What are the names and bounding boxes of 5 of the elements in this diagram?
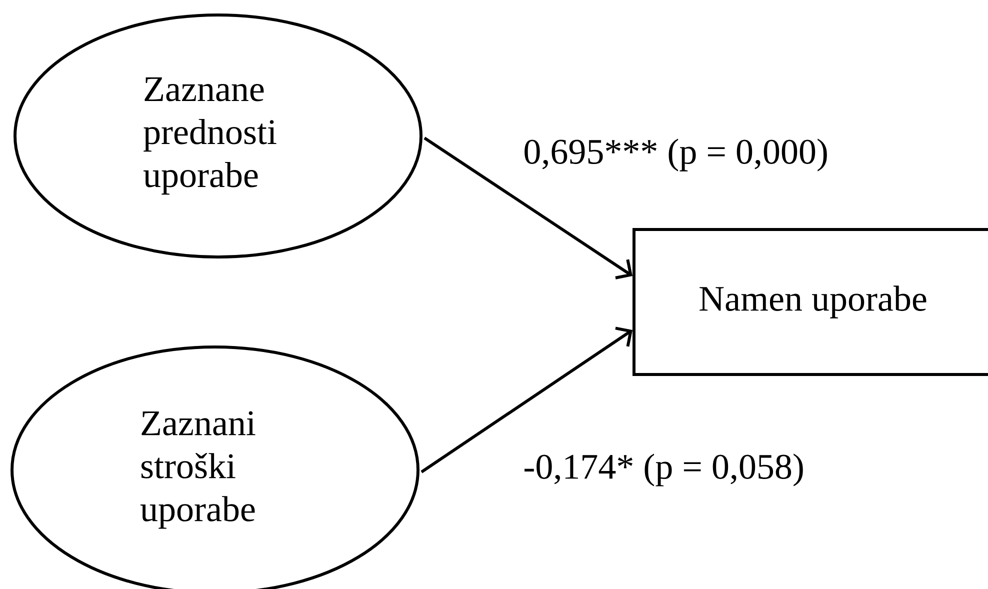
edge-label: -0,174* (p = 0,058) (524, 454, 803, 486)
edge-label: 0,695*** (p = 0,000) (524, 138, 827, 172)
arrow (420, 326, 632, 474)
construct-box: Namen uporabe (632, 228, 988, 376)
arrow (424, 136, 632, 280)
